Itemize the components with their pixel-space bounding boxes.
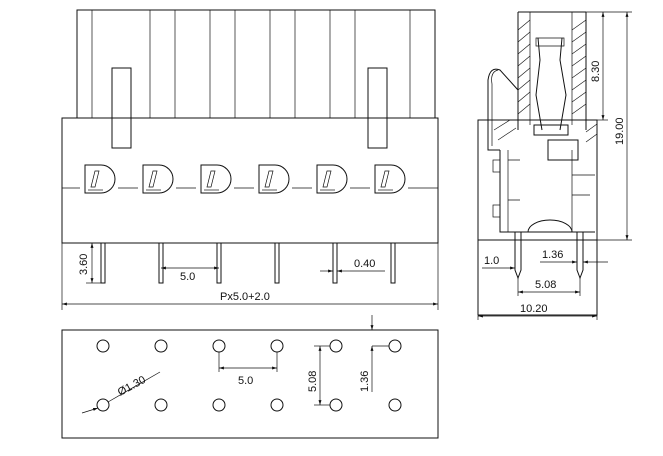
- dim-row-spacing: 5.08: [517, 278, 581, 296]
- dim-pcb-pitch-label: 5.0: [238, 375, 253, 387]
- dim-top-height-label: 8.30: [590, 61, 602, 82]
- screw-icon: [84, 164, 116, 194]
- hole-row-bottom: [96, 398, 402, 412]
- screw-icon: [142, 164, 174, 194]
- dim-hole-diameter: Ø1.30: [81, 371, 161, 414]
- pins: [100, 242, 396, 284]
- dim-pin-offset-label: 1.0: [484, 255, 499, 267]
- dim-total-height: 19.00: [597, 11, 632, 241]
- dim-top-height: 8.30: [586, 11, 608, 121]
- dim-row-spacing-label: 5.08: [535, 279, 556, 291]
- dim-pin-length: 3.60: [78, 242, 101, 284]
- dim-pitch: 5.0: [161, 266, 219, 283]
- dim-depth-label: 10.20: [520, 303, 548, 315]
- screw-icon: [316, 164, 348, 194]
- hatch-pattern: [493, 19, 598, 143]
- dim-pcb-row-spacing: 5.08: [307, 345, 330, 406]
- dim-pcb-row-offset-label: 1.36: [359, 371, 371, 392]
- dim-pcb-row-spacing-label: 5.08: [307, 371, 319, 392]
- screw-terminals: [84, 164, 406, 194]
- header-body: [61, 117, 439, 244]
- dim-pitch-label: 5.0: [180, 271, 195, 283]
- front-view: 3.60 5.0 0.40 Px5.0+2.0: [61, 9, 439, 310]
- screw-icon: [258, 164, 290, 194]
- plug-side: [487, 11, 598, 151]
- dim-pcb-row-offset: 1.36: [359, 315, 389, 392]
- screw-icon: [374, 164, 406, 194]
- screw-icon: [200, 164, 232, 194]
- dim-pcb-pitch: 5.0: [218, 352, 278, 387]
- dim-hole-diameter-label: Ø1.30: [116, 374, 148, 399]
- dim-pin-offset: 1.0: [482, 255, 515, 270]
- hole-row-top: [96, 339, 402, 353]
- plug-body: [76, 9, 436, 149]
- dim-pin-length-label: 3.60: [78, 254, 90, 275]
- dim-depth: 10.20: [477, 303, 598, 320]
- dim-pin-gap: 1.36: [540, 249, 608, 264]
- pcb-outline: [61, 329, 439, 439]
- dim-pin-thickness: 0.40: [320, 258, 385, 273]
- dim-total-height-label: 19.00: [614, 117, 626, 145]
- dim-overall-length: Px5.0+2.0: [61, 243, 439, 310]
- side-view: 8.30 19.00 1.0 1.36 5.08: [477, 11, 632, 320]
- dim-pin-thickness-label: 0.40: [354, 258, 375, 270]
- pcb-layout: Ø1.30 5.0 5.08 1.36: [61, 315, 439, 439]
- dim-pin-gap-label: 1.36: [542, 249, 563, 261]
- header-side-internals: [492, 139, 595, 233]
- dim-overall-length-label: Px5.0+2.0: [220, 291, 270, 303]
